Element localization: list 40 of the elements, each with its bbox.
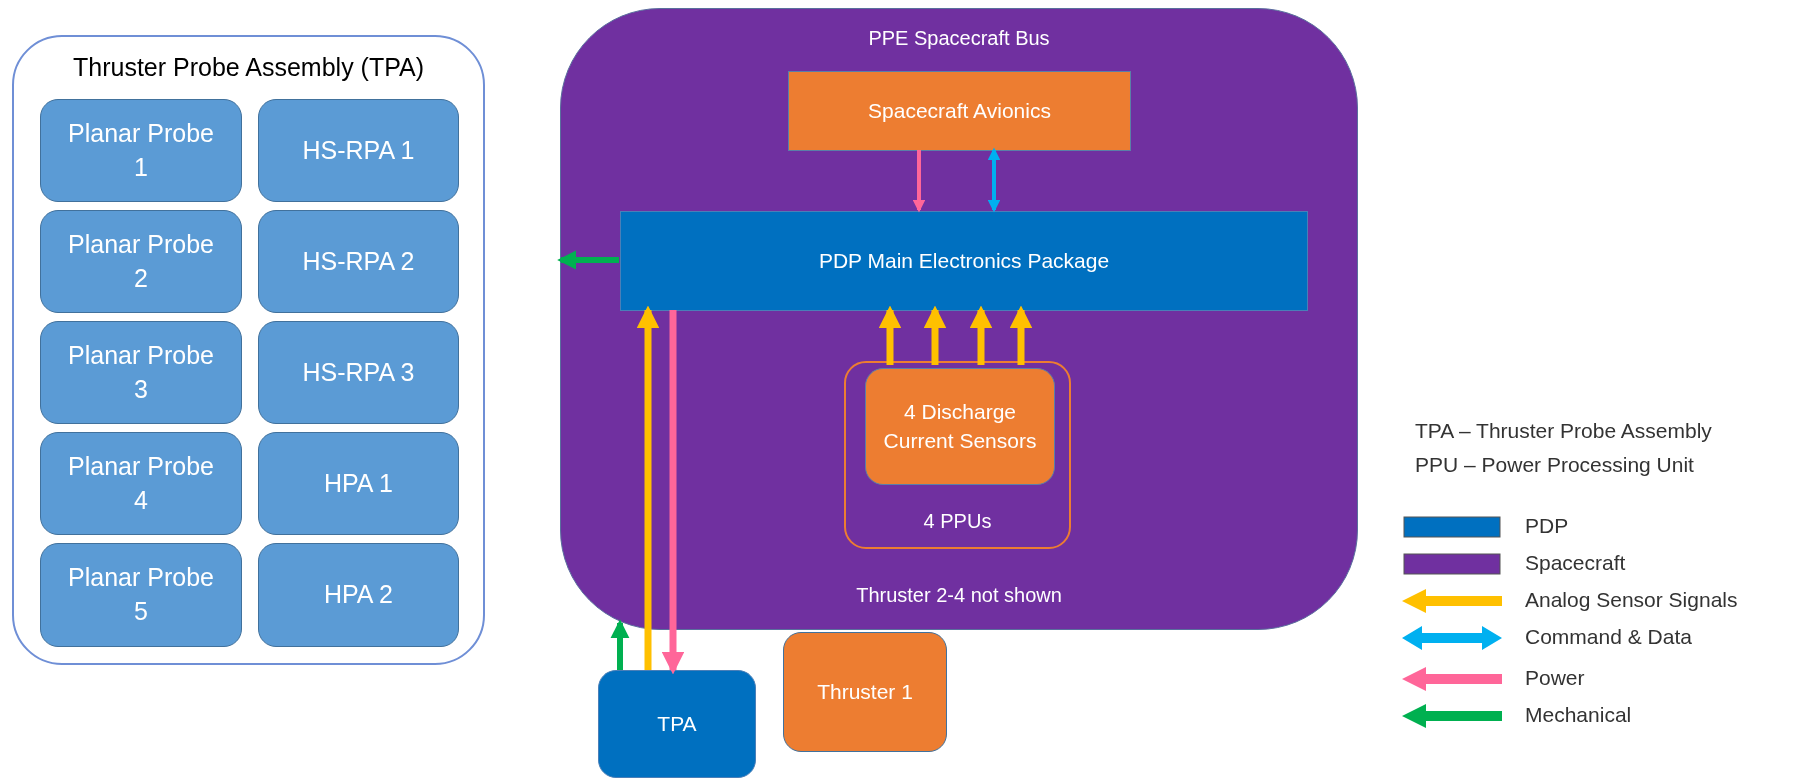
panel-title: Thruster Probe Assembly (TPA) bbox=[72, 53, 425, 82]
component-box: Planar Probe 4 bbox=[40, 432, 242, 535]
ppu-group-box bbox=[844, 361, 1071, 549]
component-box: Planar Probe 5 bbox=[40, 543, 242, 647]
note-text: Thruster 2-4 not shown bbox=[855, 584, 1063, 607]
arrow bbox=[636, 305, 660, 670]
legend-label: Mechanical bbox=[1525, 703, 1632, 727]
electronics-package-box: PDP Main Electronics Package bbox=[620, 211, 1308, 311]
arrow bbox=[878, 305, 902, 365]
arrow bbox=[1009, 305, 1033, 365]
component-box: Planar Probe 1 bbox=[40, 99, 242, 202]
component-box: HPA 2 bbox=[258, 543, 459, 647]
legend-label: Power bbox=[1525, 666, 1585, 690]
arrow bbox=[987, 147, 1001, 213]
bus-title: PPE Spacecraft Bus bbox=[867, 27, 1051, 50]
assembly-panel bbox=[12, 35, 485, 665]
tpa-box: TPA bbox=[598, 670, 756, 778]
arrow bbox=[610, 619, 630, 670]
thruster-box: Thruster 1 bbox=[783, 632, 947, 752]
component-box: Planar Probe 2 bbox=[40, 210, 242, 313]
arrow bbox=[661, 310, 685, 675]
component-box: HS-RPA 3 bbox=[258, 321, 459, 424]
component-box: HPA 1 bbox=[258, 432, 459, 535]
abbreviation-note: PPU – Power Processing Unit bbox=[1415, 453, 1694, 477]
avionics-box: Spacecraft Avionics bbox=[788, 71, 1131, 151]
abbreviation-note: TPA – Thruster Probe Assembly bbox=[1415, 419, 1712, 443]
legend-label: Command & Data bbox=[1525, 625, 1692, 649]
arrow bbox=[557, 250, 619, 270]
legend-label: PDP bbox=[1525, 514, 1569, 538]
arrow bbox=[912, 150, 926, 213]
arrow bbox=[923, 305, 947, 365]
component-box: HS-RPA 2 bbox=[258, 210, 459, 313]
legend-label: Analog Sensor Signals bbox=[1525, 588, 1738, 612]
legend-label: Spacecraft bbox=[1525, 551, 1626, 575]
component-box: HS-RPA 1 bbox=[258, 99, 459, 202]
arrow bbox=[969, 305, 993, 365]
sensor-box: 4 Discharge Current Sensors bbox=[865, 368, 1055, 485]
component-box: Planar Probe 3 bbox=[40, 321, 242, 424]
spacecraft-bus-panel bbox=[560, 8, 1358, 630]
group-label: 4 PPUs bbox=[922, 510, 993, 533]
